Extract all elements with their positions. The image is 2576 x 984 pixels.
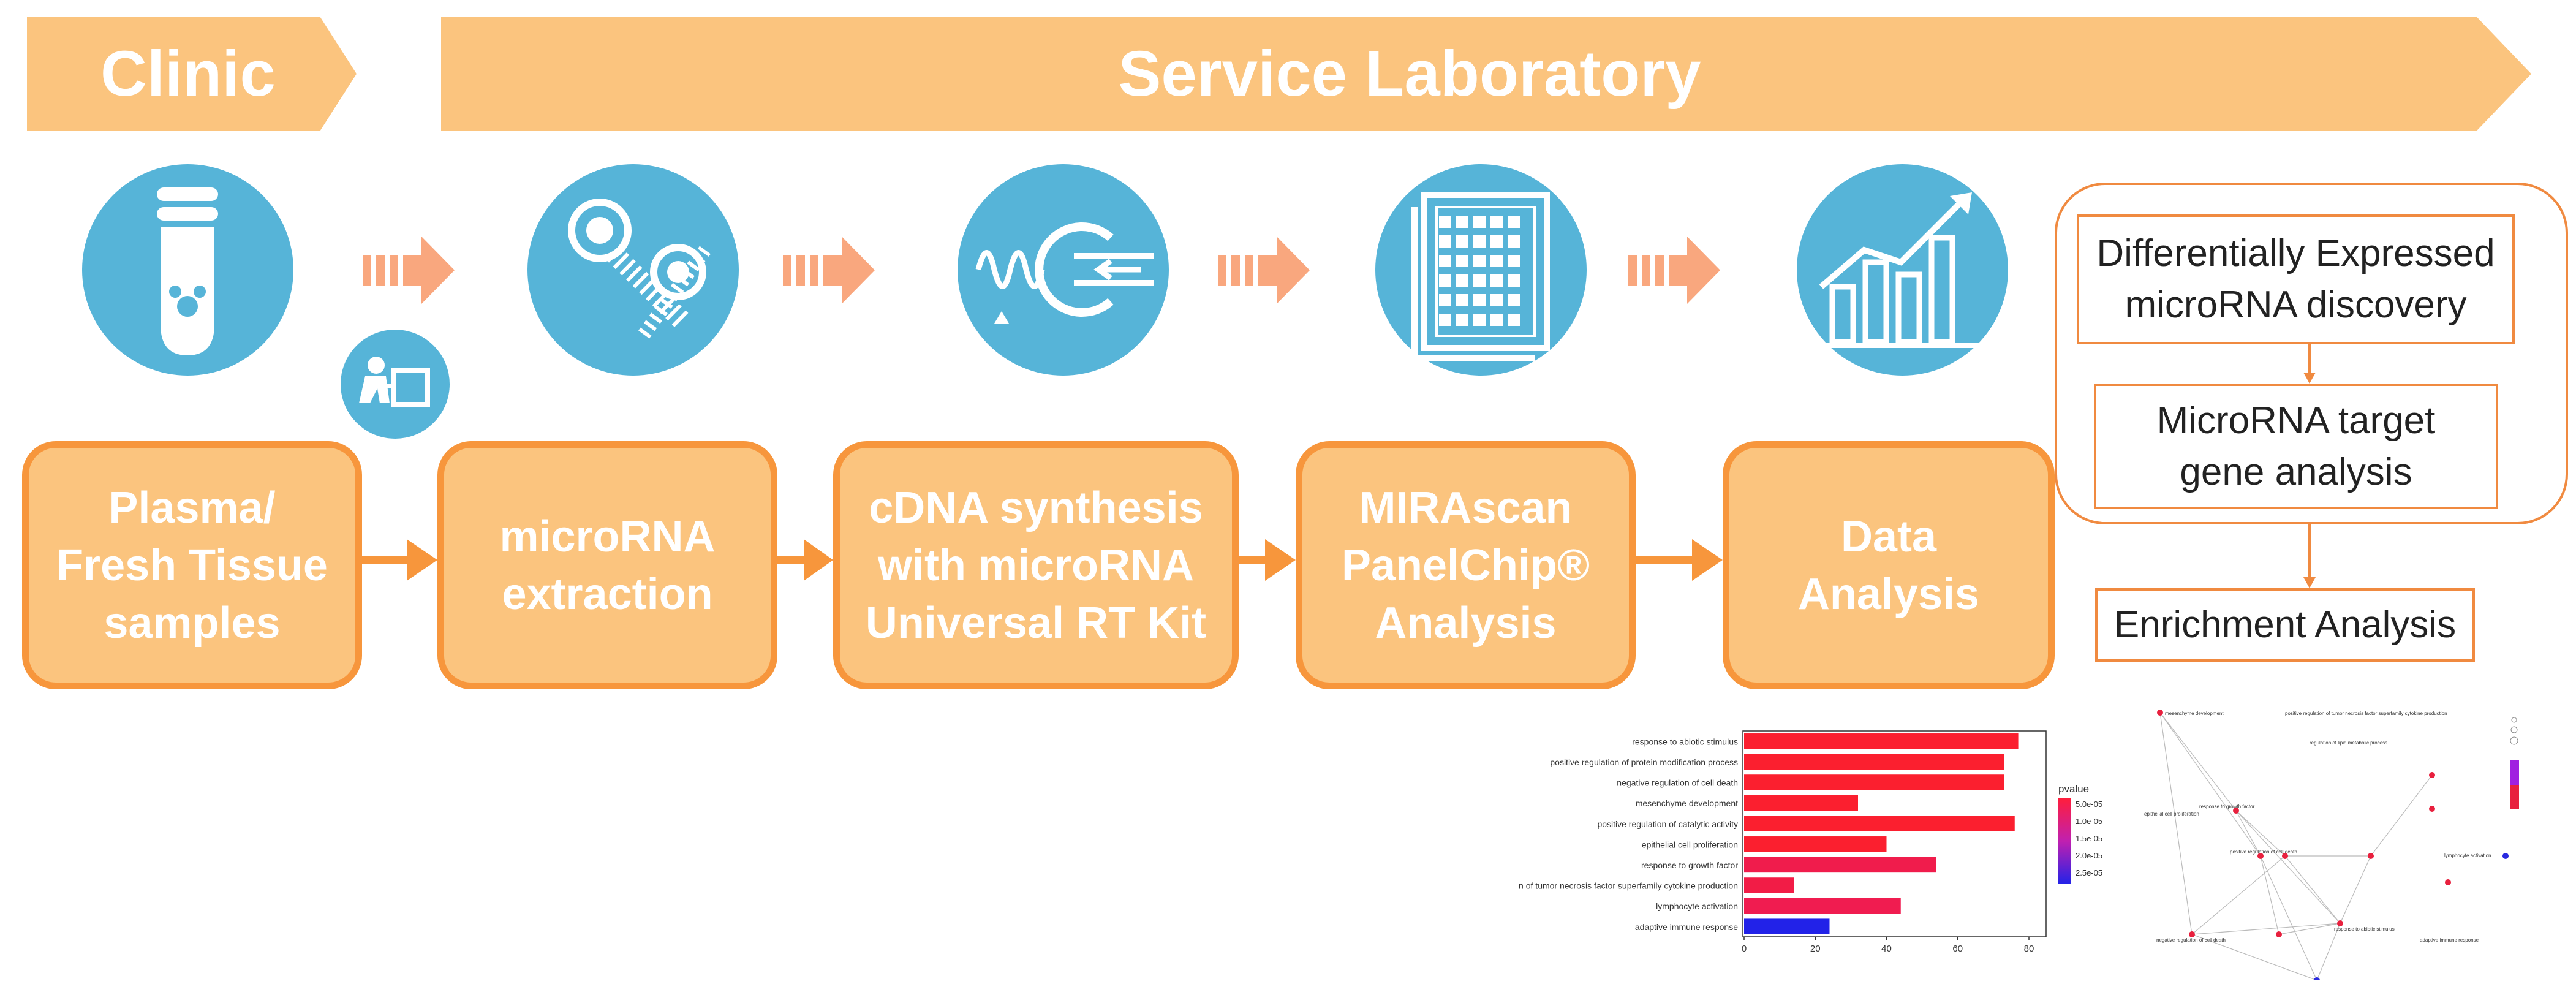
bar-graph-icon [1797, 164, 2008, 376]
target-gene-box: MicroRNA target gene analysis [2094, 384, 2498, 509]
step-arrow-2 [783, 237, 875, 304]
microrna-hairpin-icon [527, 164, 739, 376]
network-node-label: positive regulation of tumor necrosis fa… [2285, 711, 2447, 716]
bar-6 [1744, 857, 1936, 873]
reverse-transcription-icon [958, 164, 1169, 376]
clinic-banner-label: Clinic [100, 37, 276, 110]
network-node-label: adaptive immune response [2420, 937, 2479, 943]
network-node-label: epithelial cell proliferation [2144, 811, 2199, 817]
bar-3 [1744, 795, 1858, 811]
step-arrow-4 [1628, 237, 1720, 304]
bar-category-label: adaptive immune response [1635, 922, 1738, 932]
enrichment-bar-chart: response to abiotic stimulus positive reg… [1519, 730, 2102, 954]
step-box-cdna-synthesis: cDNA synthesis with microRNA Universal R… [833, 441, 1239, 689]
flow-arrow-2 [2303, 524, 2316, 588]
process-arrow-4 [1636, 539, 1723, 581]
x-tick-label: 80 [2024, 944, 2034, 954]
bar-category-label: positive regulation of catalytic activit… [1597, 819, 1738, 829]
panelchip-icon [1375, 164, 1587, 376]
bar-category-label: lymphocyte activation [1656, 901, 1738, 911]
analysis-pipeline-frame [2055, 183, 2568, 524]
service-laboratory-banner: Service Laboratory [441, 17, 2531, 131]
network-node-label: response to growth factor [2199, 804, 2255, 809]
step-arrow-3 [1218, 237, 1310, 304]
step-label-extraction: microRNA extraction [499, 512, 716, 619]
de-microrna-label: Differentially Expressed microRNA discov… [2096, 232, 2495, 326]
bar-9 [1744, 918, 1830, 934]
bar-4 [1744, 816, 2015, 831]
sample-tube-icon [82, 164, 293, 376]
bar-category-label: positive regulation of tumor necrosis fa… [1519, 881, 1738, 891]
bar-category-label: mesenchyme development [1636, 798, 1738, 808]
x-tick-label: 20 [1810, 944, 1821, 954]
de-microrna-box: Differentially Expressed microRNA discov… [2077, 214, 2515, 344]
clinic-banner: Clinic [27, 17, 357, 131]
step-box-samples: Plasma/ Fresh Tissue samples [22, 441, 362, 689]
step-label-samples: Plasma/ Fresh Tissue samples [56, 483, 328, 648]
chart-plot-frame [1742, 730, 2047, 937]
enrichment-network-plot: mesenchyme development positive regulati… [2144, 710, 2519, 980]
courier-delivery-icon [341, 330, 450, 439]
pvalue-legend-label: 2.5e-05 [2076, 868, 2102, 877]
pvalue-legend-title: pvalue [2058, 783, 2089, 795]
bar-7 [1744, 877, 1794, 893]
step-label-panelchip: MIRAscan PanelChip® Analysis [1341, 483, 1590, 648]
step-box-data-analysis: Data Analysis [1723, 441, 2055, 689]
pvalue-legend-label: 2.0e-05 [2076, 851, 2102, 860]
network-node-label: regulation of lipid metabolic process [2310, 740, 2387, 746]
network-node-label: lymphocyte activation [2444, 853, 2491, 858]
enrichment-analysis-label: Enrichment Analysis [2113, 604, 2457, 646]
step-arrow-1 [363, 237, 455, 304]
process-arrow-3 [1239, 539, 1296, 581]
bar-category-label: epithelial cell proliferation [1642, 839, 1738, 849]
network-size-legend [2510, 717, 2519, 809]
step-box-panelchip: MIRAscan PanelChip® Analysis [1296, 441, 1636, 689]
bar-category-label: negative regulation of cell death [1617, 778, 1738, 788]
bar-5 [1744, 836, 1887, 852]
network-node-label: positive regulation of cell death [2230, 849, 2297, 855]
network-node-label: response to abiotic stimulus [2334, 926, 2395, 932]
pvalue-legend-label: 1.5e-05 [2076, 834, 2102, 843]
step-label-data-analysis: Data Analysis [1797, 512, 1980, 619]
bar-2 [1744, 774, 2004, 790]
bar-8 [1744, 898, 1901, 914]
target-gene-label: MicroRNA target gene analysis [2156, 399, 2436, 493]
pvalue-legend-label: 5.0e-05 [2076, 800, 2102, 809]
step-label-cdna-synthesis: cDNA synthesis with microRNA Universal R… [865, 483, 1207, 648]
x-tick-label: 0 [1742, 944, 1747, 954]
bar-category-label: positive regulation of protein modificat… [1550, 757, 1738, 767]
step-box-extraction: microRNA extraction [437, 441, 777, 689]
process-arrow-1 [362, 539, 437, 581]
service-laboratory-banner-label: Service Laboratory [1118, 37, 1701, 110]
enrichment-analysis-box: Enrichment Analysis [2095, 588, 2475, 662]
bar-category-label: response to growth factor [1641, 860, 1738, 870]
network-node-label: mesenchyme development [2165, 711, 2224, 716]
process-arrow-2 [777, 539, 833, 581]
bar-0 [1744, 733, 2019, 749]
pvalue-legend-label: 1.0e-05 [2076, 817, 2102, 826]
pvalue-colorbar [2058, 798, 2071, 884]
flow-arrow-1 [2303, 344, 2316, 384]
bar-1 [1744, 754, 2004, 770]
x-tick-label: 40 [1881, 944, 1892, 954]
x-tick-label: 60 [1952, 944, 1963, 954]
network-node-label: negative regulation of cell death [2156, 937, 2226, 943]
bar-category-label: response to abiotic stimulus [1632, 736, 1738, 746]
